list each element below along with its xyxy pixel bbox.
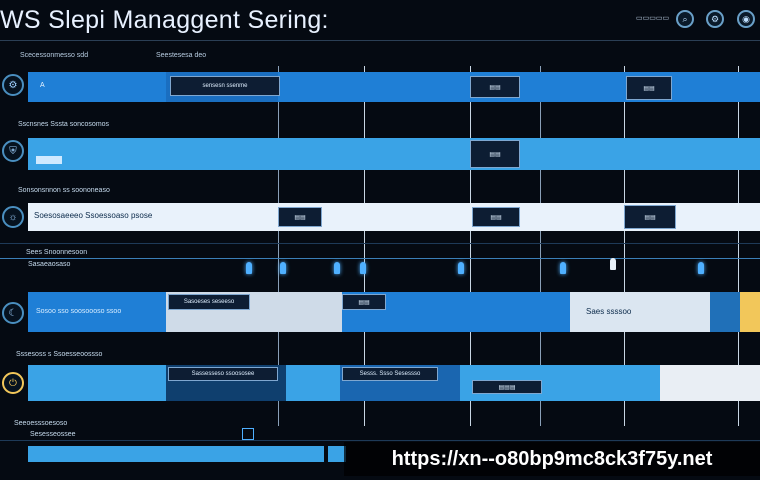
gear-icon[interactable]: ⚙ [2, 74, 24, 96]
row-chip[interactable]: Sasoeses seseeso [168, 294, 250, 310]
row-chip[interactable]: Sassesseso ssoososee [168, 367, 278, 381]
pin-marker[interactable] [698, 262, 704, 274]
row-divider [0, 440, 760, 441]
header-divider [0, 40, 760, 41]
timeline-line [738, 66, 739, 426]
settings-icon[interactable]: ⚙ [706, 10, 724, 28]
shield-icon[interactable]: ⛨ [2, 140, 24, 162]
pin-marker[interactable] [458, 262, 464, 274]
row-chip[interactable]: ▤▤ [624, 205, 676, 229]
sun-icon[interactable]: ☼ [2, 206, 24, 228]
row-sub-label: Sesesseossee [30, 431, 76, 438]
timeline-line [624, 66, 625, 426]
column-header-mid: Seestesesa deo [156, 52, 207, 59]
row-accent [740, 292, 760, 332]
row-label: Sssesoss s Ssoesseoossso [16, 351, 103, 358]
moon-icon[interactable]: ☾ [2, 302, 24, 324]
row-chip[interactable]: ▤▤ [626, 76, 672, 100]
row-chip-text: Saes ssssoo [586, 307, 632, 316]
row-label: Sscnsnes Sssta soncosomos [18, 121, 110, 128]
power-icon[interactable]: ⏻ [2, 372, 24, 394]
pin-marker[interactable] [360, 262, 366, 274]
bar-marker [36, 156, 62, 164]
row-chip[interactable]: Sesss. Ssso Sesessso [342, 367, 438, 381]
pin-marker[interactable] [280, 262, 286, 274]
pin-marker[interactable] [334, 262, 340, 274]
row-bar[interactable] [28, 446, 324, 462]
row-divider [0, 258, 760, 259]
page-title: WS Slepi Managgent Sering: [0, 6, 329, 34]
row-bar-text: Soesosaeeeo Ssoessoaso psose [34, 211, 153, 220]
timeline-line [470, 66, 471, 426]
row-chip[interactable]: ▤▤ [470, 76, 520, 98]
row-chip[interactable]: ▤▤ [278, 207, 322, 227]
row-bar-text: A [40, 82, 45, 89]
row-label: Seeoesssoesoso [14, 420, 68, 427]
user-icon[interactable]: ◉ [737, 10, 755, 28]
row-bar-end [328, 446, 346, 462]
watermark-url: https://xn--o80bp9mc8ck3f75y.net [344, 442, 760, 476]
column-header-left: Scecessonmesso sdd [20, 52, 89, 59]
pin-marker[interactable] [610, 258, 616, 270]
search-icon[interactable]: ⌕ [676, 10, 694, 28]
row-chip[interactable]: ▤▤ [342, 294, 386, 310]
timeline-line [364, 66, 365, 426]
pin-marker[interactable] [560, 262, 566, 274]
row-segment [570, 292, 710, 332]
row-label: Sonsonsnnon ss soononeaso [18, 187, 110, 194]
pin-marker[interactable] [246, 262, 252, 274]
row-chip[interactable]: sensesn ssenme [170, 76, 280, 96]
timeline-line [540, 66, 541, 426]
row-chip[interactable]: ▤▤▤ [472, 380, 542, 394]
checkbox[interactable] [242, 428, 254, 440]
row-segment [660, 365, 760, 401]
row-bar[interactable] [28, 138, 760, 170]
timeline-line [278, 66, 279, 426]
row-bar-text: Sosoo sso soosoooso ssoo [36, 308, 122, 315]
row-segment [710, 292, 740, 332]
header-label: ▭▭▭▭▭ [636, 15, 670, 22]
row-divider [0, 243, 760, 244]
row-chip[interactable]: ▤▤ [470, 140, 520, 168]
row-chip[interactable]: ▤▤ [472, 207, 520, 227]
row-label: Sees Snoonnesoon [26, 249, 88, 256]
row-sub-label: Sasaeaosaso [28, 261, 71, 268]
